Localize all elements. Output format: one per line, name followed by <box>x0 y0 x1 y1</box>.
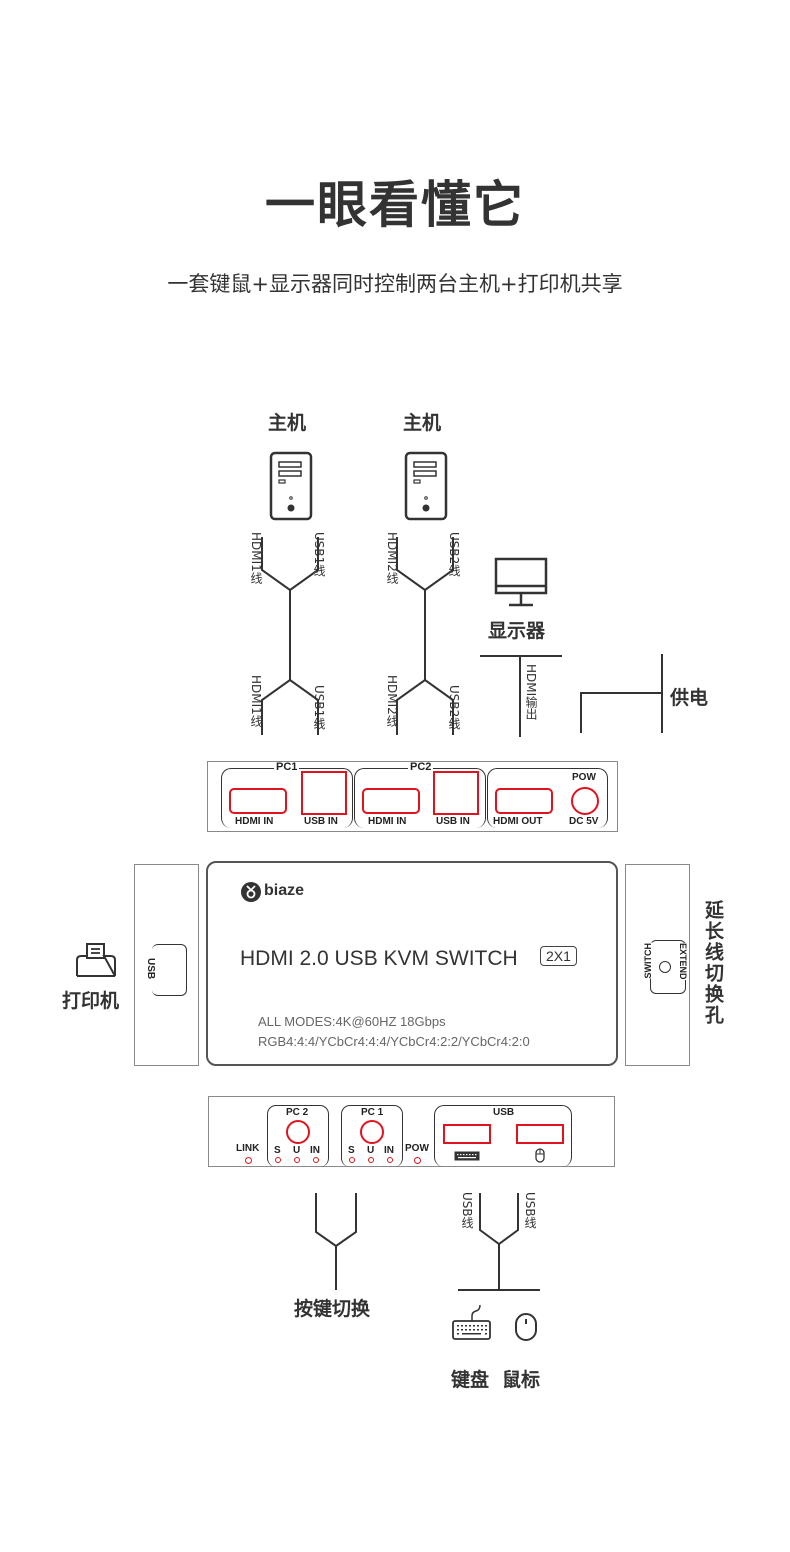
hdmi-out-port[interactable] <box>495 788 553 814</box>
cable-label: HDMI输出 <box>524 664 538 721</box>
pc1-switch-button[interactable] <box>360 1120 384 1144</box>
printer-label: 打印机 <box>62 990 120 1012</box>
led <box>294 1157 300 1163</box>
port-label: HDMI OUT <box>493 816 543 827</box>
usb-a-port[interactable] <box>152 944 187 996</box>
link-led <box>245 1157 252 1164</box>
front-panel: LINK PC 2 S U IN PC 1 S U IN POW USB <box>208 1096 615 1167</box>
power-cable <box>580 654 663 733</box>
pc1-group <box>341 1105 403 1167</box>
extend-label: EXTEND <box>678 943 688 980</box>
mouse-label: 鼠标 <box>502 1369 541 1391</box>
port-label: HDMI IN <box>235 816 274 827</box>
host2-label: 主机 <box>403 412 442 434</box>
rear-panel: PC1 HDMI IN USB IN PC2 HDMI IN USB IN PO… <box>207 761 618 832</box>
pc2-label: PC 2 <box>286 1107 309 1118</box>
led-label: U <box>293 1145 301 1156</box>
led <box>349 1157 355 1163</box>
port-label: DC 5V <box>569 816 599 827</box>
usb-b-port[interactable] <box>301 771 347 815</box>
cable-label: USB2线 <box>447 685 461 730</box>
cable-label: HDMI1线 <box>249 675 263 727</box>
led <box>275 1157 281 1163</box>
port-label: HDMI IN <box>368 816 407 827</box>
host1-label: 主机 <box>268 412 307 434</box>
keyboard-icon <box>454 1151 480 1161</box>
device-title: HDMI 2.0 USB KVM SWITCH <box>240 947 518 970</box>
group-label: PC2 <box>408 761 434 773</box>
group-label: PC1 <box>274 761 300 773</box>
mouse-icon <box>535 1148 545 1163</box>
mouse-icon <box>515 1313 537 1341</box>
brand-name: biaze <box>264 882 305 899</box>
led-label: S <box>274 1145 281 1156</box>
usb-mouse-port[interactable] <box>516 1124 564 1144</box>
usb-b-port[interactable] <box>433 771 479 815</box>
link-label: LINK <box>236 1143 260 1154</box>
led-label: S <box>348 1145 355 1156</box>
led <box>313 1157 319 1163</box>
port-group-output <box>487 768 608 828</box>
led-label: U <box>367 1145 375 1156</box>
button-switch-label: 按键切换 <box>294 1298 371 1320</box>
cable-label: USB线 <box>460 1192 474 1229</box>
right-side-panel: SWITCH EXTEND <box>625 864 690 1066</box>
extend-hole-label: 延长线切换孔 <box>702 900 724 1026</box>
dc-power-jack[interactable] <box>571 787 599 815</box>
cable-label: HDMI2线 <box>385 675 399 727</box>
computer-tower-icon <box>269 451 313 521</box>
computer-tower-icon <box>404 451 448 521</box>
pow-label: POW <box>572 772 596 783</box>
button-switch-cable <box>315 1193 357 1290</box>
led <box>387 1157 393 1163</box>
keyboard-label: 键盘 <box>451 1369 490 1391</box>
switch-label: SWITCH <box>643 943 653 979</box>
cable-label: HDMI2线 <box>385 532 399 584</box>
monitor-cable <box>480 655 562 737</box>
model-badge: 2X1 <box>540 946 577 966</box>
pow-led <box>414 1157 421 1164</box>
pc2-group <box>267 1105 329 1167</box>
spec-line: ALL MODES:4K@60HZ 18Gbps <box>258 1014 446 1029</box>
kvm-device: biaze HDMI 2.0 USB KVM SWITCH 2X1 ALL MO… <box>206 861 618 1066</box>
pc1-label: PC 1 <box>361 1107 384 1118</box>
usb-keyboard-port[interactable] <box>443 1124 491 1144</box>
power-label: 供电 <box>670 687 709 709</box>
led <box>368 1157 374 1163</box>
page-title: 一眼看懂它 <box>265 176 525 234</box>
cable-label: USB1线 <box>312 532 326 577</box>
port-label: USB IN <box>436 816 470 827</box>
biaze-logo-icon <box>241 882 261 902</box>
cable-label: USB2线 <box>447 532 461 577</box>
spec-line: RGB4:4:4/YCbCr4:4:4/YCbCr4:2:2/YCbCr4:2:… <box>258 1034 530 1049</box>
extend-switch-hole[interactable] <box>659 961 671 973</box>
usb-label: USB <box>493 1107 515 1118</box>
led-label: IN <box>384 1145 394 1156</box>
port-label: USB <box>145 958 156 980</box>
usb-group <box>434 1105 572 1167</box>
keyboard-icon <box>452 1304 491 1340</box>
port-label: USB IN <box>304 816 338 827</box>
host2-cable <box>396 537 454 735</box>
cable-label: USB线 <box>523 1192 537 1229</box>
pow-label: POW <box>405 1143 429 1154</box>
host1-cable <box>261 537 319 735</box>
pc2-switch-button[interactable] <box>286 1120 310 1144</box>
left-side-panel: USB <box>134 864 199 1066</box>
led-label: IN <box>310 1145 320 1156</box>
page-subtitle: 一套键鼠+显示器同时控制两台主机+打印机共享 <box>167 272 623 296</box>
hdmi-in-port[interactable] <box>229 788 287 814</box>
cable-label: HDMI1线 <box>249 532 263 584</box>
hdmi-in-port[interactable] <box>362 788 420 814</box>
monitor-icon <box>494 557 548 607</box>
cable-label: USB1线 <box>312 685 326 730</box>
printer-icon <box>76 943 116 977</box>
monitor-label: 显示器 <box>488 620 546 642</box>
